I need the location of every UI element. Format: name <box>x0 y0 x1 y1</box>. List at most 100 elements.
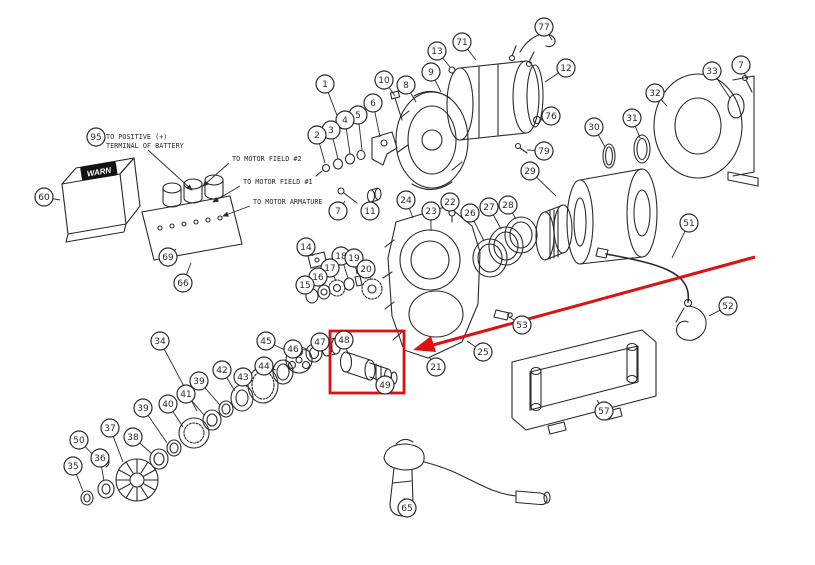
callout-leader <box>660 99 668 107</box>
callout-number: 8 <box>403 81 409 91</box>
callout-11: 11 <box>360 201 380 221</box>
callout-number: 12 <box>560 64 571 74</box>
callout-leader <box>191 400 205 416</box>
line-art: WARN <box>61 33 759 517</box>
callout-7: 7 <box>328 200 348 221</box>
motor-mount-fasteners <box>315 131 398 177</box>
callout-balloon <box>334 330 354 350</box>
note-leader-arrow <box>222 205 251 217</box>
callout-leader <box>536 176 557 197</box>
callout-balloon <box>452 32 472 52</box>
warn-logo: WARN <box>86 166 112 179</box>
intermediate-gears <box>305 251 383 304</box>
callout-number: 7 <box>738 61 744 71</box>
callout-51: 51 <box>671 213 699 259</box>
callout-number: 71 <box>456 38 467 48</box>
callout-leader <box>434 79 442 93</box>
callout-number: 43 <box>237 373 248 383</box>
callout-35: 35 <box>63 456 84 492</box>
callout-balloon <box>69 430 89 450</box>
callout-number: 53 <box>516 321 527 331</box>
callout-number: 36 <box>94 454 106 464</box>
callout-8: 8 <box>396 75 417 103</box>
callout-number: 6 <box>370 99 376 109</box>
callout-number: 35 <box>67 462 78 472</box>
callout-47: 47 <box>310 332 330 352</box>
callout-leader <box>512 212 517 220</box>
highlight-arrow-line <box>432 255 756 347</box>
callout-balloon <box>176 384 196 404</box>
roller-fairlead <box>511 329 657 435</box>
callout-number: 14 <box>300 243 312 253</box>
note-text: TO MOTOR FIELD #2 <box>232 155 302 163</box>
callout-balloon <box>307 125 327 145</box>
callout-balloon <box>594 401 614 421</box>
brake-clutch-stack <box>80 337 342 506</box>
callout-leader <box>355 266 358 275</box>
callout-balloon <box>295 275 315 295</box>
washer <box>344 153 356 165</box>
callout-number: 51 <box>683 219 694 229</box>
callout-leader <box>346 348 349 355</box>
callout-number: 7 <box>335 207 341 217</box>
callout-balloon <box>310 332 330 352</box>
callout-balloon <box>397 498 417 518</box>
callout-number: 17 <box>324 264 335 274</box>
callout-7: 7 <box>731 55 751 80</box>
callout-balloon <box>498 195 518 215</box>
callout-13: 13 <box>427 41 451 68</box>
callout-number: 1 <box>322 80 328 90</box>
callout-leader <box>172 411 184 428</box>
callout-balloon <box>173 273 193 293</box>
callout-balloon <box>374 70 394 90</box>
callout-number: 2 <box>314 131 320 141</box>
motor-assembly <box>446 33 556 154</box>
note-motor-field-2: TO MOTOR FIELD #2 <box>202 155 302 187</box>
callout-leader <box>408 208 414 219</box>
callout-leader <box>466 340 476 348</box>
callout-leader <box>410 92 417 103</box>
callout-balloon <box>427 41 447 61</box>
callout-25: 25 <box>466 340 493 362</box>
callout-number: 47 <box>314 338 325 348</box>
callout-balloon <box>233 367 253 387</box>
callout-leader <box>597 134 606 148</box>
callout-leader <box>374 111 381 138</box>
callout-number: 79 <box>538 147 550 157</box>
warn-logo-plate <box>80 161 118 181</box>
note-text: TO POSITIVE (+) <box>106 133 167 141</box>
support-bolt <box>741 74 749 82</box>
callout-leader <box>75 474 84 492</box>
callout-40: 40 <box>158 394 184 428</box>
callout-number: 22 <box>444 198 455 208</box>
callout-balloon <box>473 342 493 362</box>
callout-number: 48 <box>338 336 350 346</box>
callout-37: 37 <box>100 418 124 463</box>
callout-balloon <box>534 141 554 161</box>
callout-leader <box>332 138 339 160</box>
callout-number: 26 <box>464 209 476 219</box>
callout-2: 2 <box>307 125 327 164</box>
lock-washer <box>356 149 366 161</box>
callout-50: 50 <box>69 430 98 460</box>
callout-balloon <box>212 360 232 380</box>
ring-gear <box>178 417 210 449</box>
callout-balloon <box>731 55 751 75</box>
callout-balloon <box>479 197 499 217</box>
callout-number: 76 <box>545 112 557 122</box>
callout-balloon <box>622 108 642 128</box>
note-leader-arrow <box>147 149 193 191</box>
callout-number: 60 <box>38 193 50 203</box>
callout-balloon <box>356 259 376 279</box>
mount-bracket <box>371 131 398 166</box>
callout-leader <box>333 275 337 282</box>
callout-balloon <box>460 203 480 223</box>
snap-ring <box>727 93 745 119</box>
jumper-wire <box>519 33 556 53</box>
callout-number: 24 <box>400 196 412 206</box>
callout-leader <box>473 220 485 242</box>
callout-balloon <box>150 331 170 351</box>
callout-leader <box>101 466 105 482</box>
callout-leader <box>596 399 600 404</box>
callout-77: 77 <box>534 17 554 41</box>
